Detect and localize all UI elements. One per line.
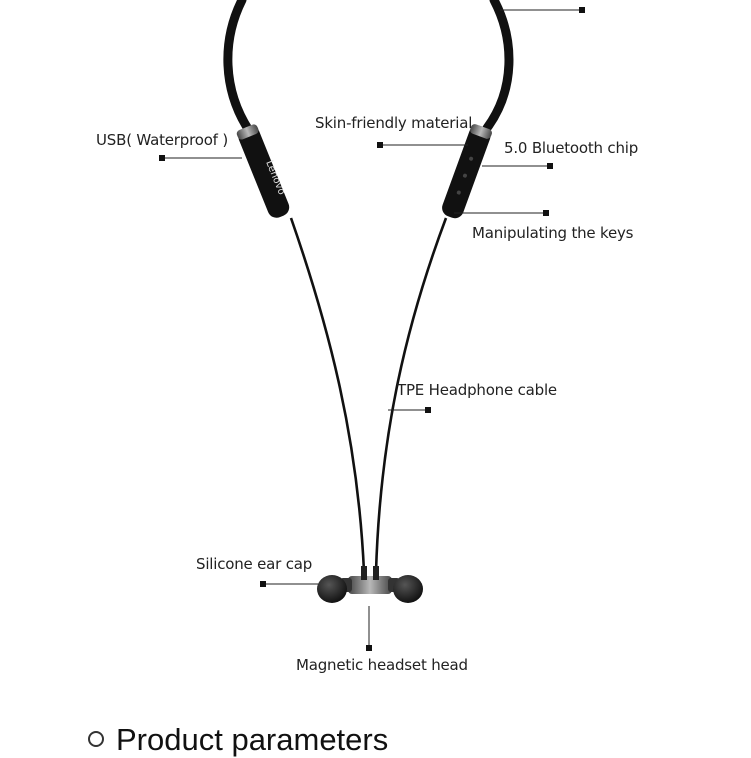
section-heading: Product parameters	[88, 722, 388, 758]
callout-skin-material: Skin-friendly material	[315, 114, 473, 132]
neckband	[223, 0, 514, 137]
callout-bluetooth-chip: 5.0 Bluetooth chip	[504, 139, 639, 157]
callout-magnetic-head: Magnetic headset head	[296, 656, 468, 674]
right-cable	[374, 217, 448, 573]
earbuds	[317, 566, 423, 603]
callout-cable: TPE Headphone cable	[397, 381, 557, 399]
section-title: Product parameters	[116, 722, 389, 757]
left-cable	[289, 217, 366, 573]
circle-bullet-icon	[88, 730, 104, 747]
right-housing	[442, 124, 492, 219]
callout-ear-cap: Silicone ear cap	[196, 555, 313, 573]
callout-control-keys: Manipulating the keys	[472, 224, 634, 242]
callout-lines	[159, 7, 585, 651]
left-housing	[236, 124, 290, 218]
callout-usb: USB( Waterproof )	[96, 131, 228, 149]
